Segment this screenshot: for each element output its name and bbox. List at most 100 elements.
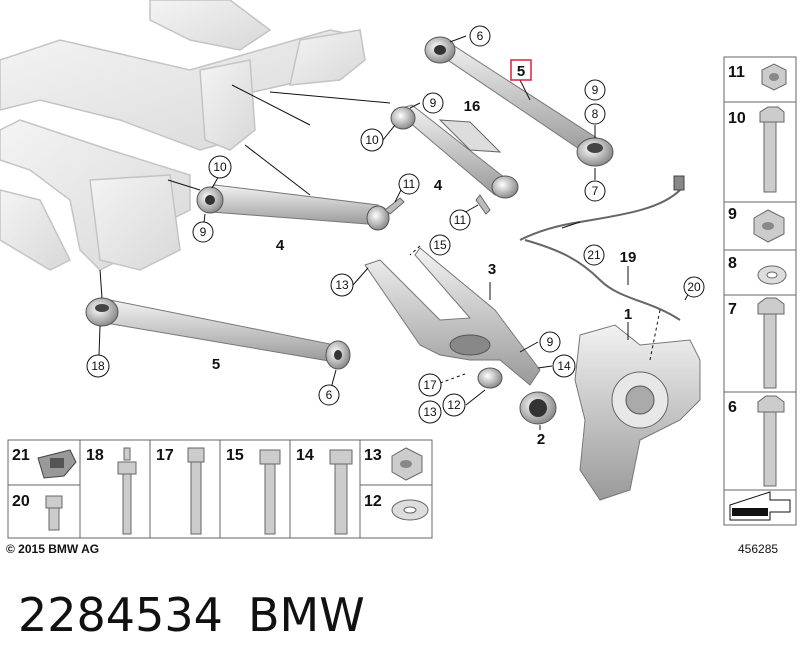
brand-name: BMW — [248, 588, 365, 642]
callout-7-r[interactable]: 7 — [584, 180, 606, 202]
callout-21[interactable]: 21 — [583, 244, 605, 266]
svg-text:9: 9 — [728, 206, 737, 223]
legend-item-9[interactable]: 9 — [728, 206, 785, 243]
callout-8-r[interactable]: 8 — [584, 103, 606, 125]
label-3[interactable]: 3 — [488, 261, 496, 278]
wishbone-4-upper[interactable] — [390, 104, 519, 215]
callout-13-a[interactable]: 13 — [330, 273, 354, 297]
svg-text:13: 13 — [423, 405, 437, 419]
svg-text:6: 6 — [477, 29, 484, 43]
svg-text:17: 17 — [423, 378, 437, 392]
callout-13-b[interactable]: 13 — [418, 400, 442, 424]
label-2[interactable]: 2 — [537, 431, 545, 448]
legend-item-12[interactable]: 12 — [364, 493, 429, 521]
svg-text:13: 13 — [335, 278, 349, 292]
svg-text:11: 11 — [454, 213, 467, 227]
bolt-icon — [329, 449, 353, 535]
callout-6-low[interactable]: 6 — [318, 384, 340, 406]
svg-text:9: 9 — [430, 96, 437, 110]
svg-text:11: 11 — [728, 64, 745, 81]
callouts: 6 5 9 8 7 9 10 16 4 11 11 10 9 4 15 13 3… — [0, 0, 705, 448]
callout-10-left[interactable]: 10 — [208, 155, 232, 179]
trailing-arm-3[interactable] — [364, 247, 541, 389]
label-16[interactable]: 16 — [464, 98, 481, 115]
copyright-notice: © 2015 BMW AG — [6, 542, 100, 556]
bolt-icon — [259, 449, 281, 535]
nut-icon — [391, 447, 423, 481]
callout-14[interactable]: 14 — [552, 354, 576, 378]
legend-item-18[interactable]: 18 — [86, 447, 137, 535]
svg-text:4: 4 — [434, 177, 443, 194]
callout-18[interactable]: 18 — [86, 354, 110, 378]
svg-text:12: 12 — [447, 398, 461, 412]
label-1[interactable]: 1 — [624, 306, 632, 323]
legend-item-11[interactable]: 11 — [728, 63, 787, 91]
callout-11-left[interactable]: 11 — [0, 0, 13, 3]
label-5-low[interactable]: 5 — [212, 356, 220, 373]
svg-text:10: 10 — [728, 110, 746, 127]
wishbone-4-lower[interactable] — [196, 184, 405, 231]
callout-9-left[interactable]: 9 — [192, 221, 214, 243]
nut-icon — [753, 209, 785, 243]
label-4-mid[interactable]: 4 — [434, 177, 443, 194]
callout-20[interactable]: 20 — [683, 276, 705, 298]
legend-item-21[interactable]: 21 — [12, 447, 77, 479]
right-parts-legend: 11 10 9 8 — [723, 56, 797, 526]
wheel-carrier-1[interactable] — [574, 324, 701, 501]
svg-text:16: 16 — [464, 98, 481, 115]
legend-item-20[interactable]: 20 — [12, 493, 63, 531]
svg-text:15: 15 — [226, 447, 244, 464]
svg-text:3: 3 — [488, 261, 496, 278]
legend-item-6[interactable]: 6 — [728, 395, 785, 487]
washer-icon — [757, 265, 787, 285]
leader-lines — [98, 35, 693, 430]
screw-icon — [45, 495, 63, 531]
legend-item-8[interactable]: 8 — [728, 255, 787, 285]
label-19[interactable]: 19 — [620, 249, 637, 266]
svg-text:8: 8 — [592, 107, 599, 121]
callout-12[interactable]: 12 — [442, 393, 466, 417]
upper-control-arm-5[interactable] — [424, 36, 614, 167]
callout-15[interactable]: 15 — [429, 234, 451, 256]
bolt-icon — [757, 395, 785, 487]
svg-text:7: 7 — [592, 184, 599, 198]
part-number: 2284534 — [18, 588, 223, 642]
svg-text:19: 19 — [620, 249, 637, 266]
bracket-16[interactable] — [438, 119, 502, 153]
callout-9-mid[interactable]: 9 — [422, 92, 444, 114]
callout-6-top[interactable]: 6 — [469, 25, 491, 47]
svg-text:6: 6 — [728, 399, 737, 416]
legend-item-14[interactable]: 14 — [296, 447, 353, 535]
svg-text:1: 1 — [624, 306, 632, 323]
suspension-diagram: 6 5 9 8 7 9 10 16 4 11 11 10 9 4 15 13 3… — [0, 0, 797, 539]
arrow-icon — [729, 491, 791, 521]
svg-text:17: 17 — [156, 447, 174, 464]
lower-control-arm-5[interactable] — [85, 297, 351, 370]
svg-text:21: 21 — [587, 248, 601, 262]
rubber-mount-2[interactable] — [519, 391, 557, 425]
label-4-left[interactable]: 4 — [276, 237, 285, 254]
legend-item-7[interactable]: 7 — [728, 297, 785, 389]
svg-text:5: 5 — [212, 356, 220, 373]
legend-item-15[interactable]: 15 — [226, 447, 281, 535]
callout-10-mid[interactable]: 10 — [360, 128, 384, 152]
callout-9-r[interactable]: 9 — [584, 79, 606, 101]
nut-icon — [761, 63, 787, 91]
stud-bolt-icon — [117, 447, 137, 535]
svg-text:20: 20 — [12, 493, 30, 510]
callout-9-low[interactable]: 9 — [539, 331, 561, 353]
svg-text:8: 8 — [728, 255, 737, 272]
diagram-id: 456285 — [738, 542, 779, 556]
callout-17[interactable]: 17 — [418, 373, 442, 397]
bolt-icon — [757, 297, 785, 389]
legend-item-13[interactable]: 13 — [364, 447, 423, 481]
callout-11-mid[interactable]: 11 — [398, 173, 420, 195]
sensor-connector-icon — [673, 175, 685, 191]
legend-item-17[interactable]: 17 — [156, 447, 205, 535]
svg-text:9: 9 — [200, 225, 207, 239]
svg-text:12: 12 — [364, 493, 382, 510]
legend-item-10[interactable]: 10 — [728, 106, 785, 193]
callout-11-mid2[interactable]: 11 — [449, 209, 471, 231]
sensor-cable-19[interactable] — [519, 180, 681, 321]
callout-5-highlight[interactable]: 5 — [510, 59, 532, 81]
